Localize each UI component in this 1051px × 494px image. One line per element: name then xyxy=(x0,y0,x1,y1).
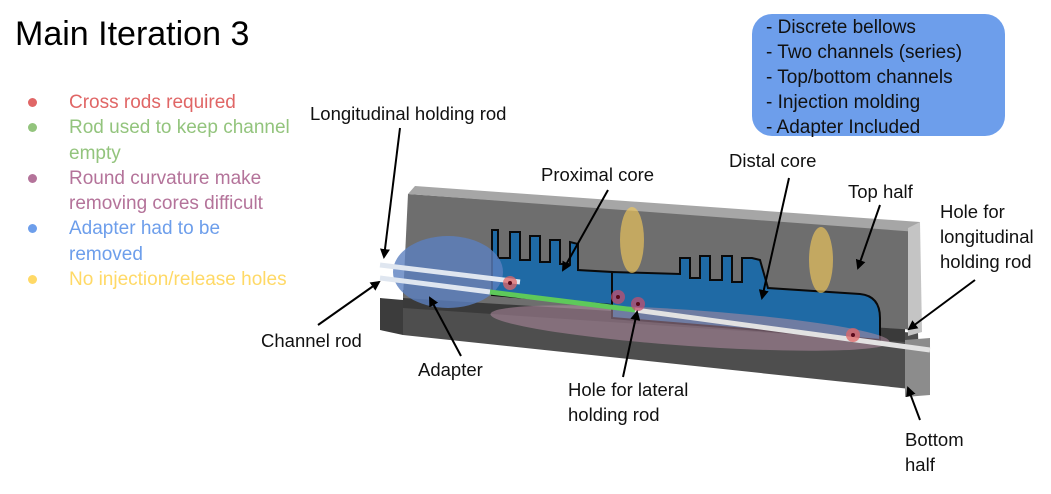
yellow-bullet-icon xyxy=(28,275,37,285)
label-line: holding rod xyxy=(940,251,1032,272)
green-bullet-icon xyxy=(28,123,37,133)
channel-rod-green xyxy=(489,289,636,313)
summary-line: - Injection molding xyxy=(766,92,921,113)
summary-line: - Two channels (series) xyxy=(766,42,963,63)
legend-item-round-curvature: Round curvature make removing cores diff… xyxy=(28,166,299,217)
cross-rod-holes xyxy=(503,276,860,342)
label-line: Hole for xyxy=(940,201,1005,222)
legend-item-injection-holes: No injection/release holes xyxy=(28,267,299,292)
arrow-distal-core xyxy=(758,177,790,300)
legend-item-text: Adapter had to be removed xyxy=(69,218,221,265)
injection-hole-highlight-2 xyxy=(809,227,833,293)
label-distal-core: Distal core xyxy=(729,150,817,171)
summary-line: - Top/bottom channels xyxy=(766,67,953,88)
label-line: holding rod xyxy=(568,404,660,425)
purple-bullet-icon xyxy=(28,173,37,183)
label-proximal-core: Proximal core xyxy=(541,164,655,185)
red-bullet-icon xyxy=(28,98,37,107)
legend-item-text: Cross rods required xyxy=(69,92,236,113)
label-longitudinal-holding-rod: Longitudinal holding rod xyxy=(310,103,507,124)
slide-title: Main Iteration 3 xyxy=(15,15,250,53)
label-hole-longitudinal: Hole for longitudinal holding rod xyxy=(940,199,1034,274)
arrow-longitudinal-holding-rod xyxy=(380,127,401,259)
arrow-bottom-half xyxy=(906,386,921,421)
legend-item-text: Rod used to keep channel empty xyxy=(69,117,290,164)
label-bottom-half: Bottom half xyxy=(905,427,964,477)
proximal-core xyxy=(491,229,613,307)
label-line: half xyxy=(905,454,935,475)
curvature-highlight xyxy=(490,305,890,351)
legend-item-channel-rod: Rod used to keep channel empty xyxy=(28,115,299,166)
summary-line: - Discrete bellows xyxy=(766,17,916,38)
label-channel-rod: Channel rod xyxy=(261,330,362,351)
label-line: Bottom xyxy=(905,429,964,450)
arrow-hole-longitudinal xyxy=(907,279,976,331)
label-top-half: Top half xyxy=(848,181,913,202)
channel-rod-upper xyxy=(379,275,491,295)
issues-legend: Cross rods required Rod used to keep cha… xyxy=(28,90,299,292)
summary-line: - Adapter Included xyxy=(766,117,921,138)
injection-hole-highlight-1 xyxy=(620,207,644,273)
label-line: Hole for lateral xyxy=(568,379,689,400)
lateral-rod-extension xyxy=(634,307,931,353)
label-hole-lateral: Hole for lateral holding rod xyxy=(568,377,688,427)
arrow-top-half xyxy=(855,204,881,270)
arrow-adapter xyxy=(429,296,462,357)
label-adapter: Adapter xyxy=(418,359,483,380)
longitudinal-holding-rod xyxy=(379,262,521,285)
arrow-hole-lateral xyxy=(622,310,641,378)
legend-item-adapter: Adapter had to be removed xyxy=(28,216,299,267)
legend-item-text: Round curvature make removing cores diff… xyxy=(69,167,263,215)
blue-bullet-icon xyxy=(28,224,37,234)
design-summary-box: - Discrete bellows - Two channels (serie… xyxy=(752,14,1005,138)
legend-item-text: No injection/release holes xyxy=(69,269,287,291)
arrow-channel-rod xyxy=(317,280,381,326)
legend-item-cross-rods: Cross rods required xyxy=(28,90,299,115)
label-line: longitudinal xyxy=(940,226,1034,247)
arrow-proximal-core xyxy=(562,189,609,272)
